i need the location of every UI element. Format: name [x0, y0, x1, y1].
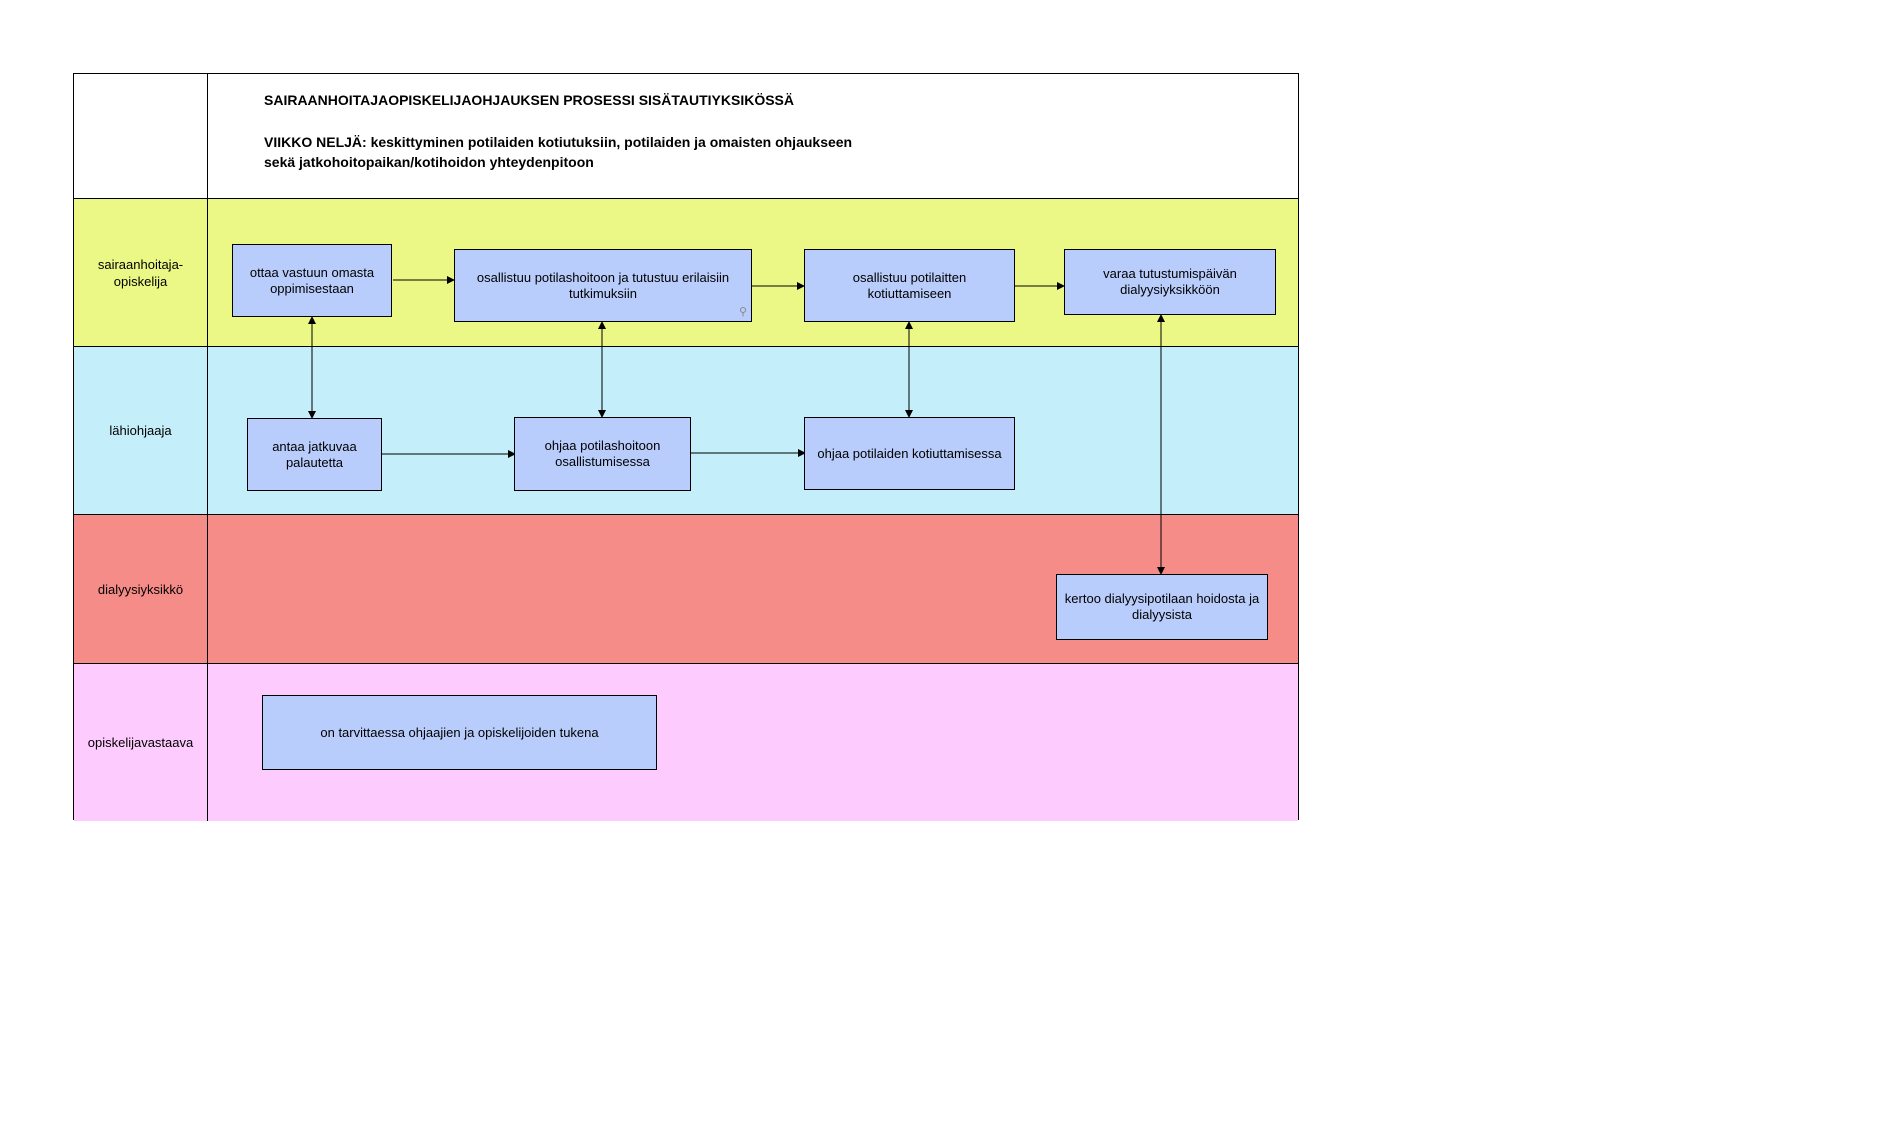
lane-student-coordinator: opiskelijavastaava — [74, 664, 1298, 821]
step-give-feedback-label: antaa jatkuvaa palautetta — [272, 438, 357, 470]
lane-label-supervisor: lähiohjaaja — [74, 347, 208, 514]
subtitle-line-2: sekä jatkohoitopaikan/kotihoidon yhteyde… — [264, 154, 594, 170]
step-participate-discharge: osallistuu potilaitten kotiuttamiseen — [804, 249, 1015, 322]
lane-label-dialysis-unit: dialyysiyksikkö — [74, 515, 208, 663]
step-participate-care-label: osallistuu potilashoitoon ja tutustuu er… — [476, 269, 730, 301]
step-book-visit: varaa tutustumispäivän dialyysiyksikköön — [1064, 249, 1276, 315]
step-guide-care: ohjaa potilashoitoon osallistumisessa — [514, 417, 691, 491]
diagram-title: SAIRAANHOITAJAOPISKELIJAOHJAUKSEN PROSES… — [264, 92, 795, 108]
lane-label-student-coordinator: opiskelijavastaava — [74, 664, 208, 821]
subtitle-line-1: VIIKKO NELJÄ: keskittyminen potilaiden k… — [264, 134, 853, 150]
step-give-feedback: antaa jatkuvaa palautetta — [247, 418, 382, 491]
step-guide-care-label: ohjaa potilashoitoon osallistumisessa — [544, 438, 661, 469]
step-explain-dialysis-label: kertoo dialyysipotilaan hoidosta ja dial… — [1064, 591, 1260, 622]
step-take-responsibility-label: ottaa vastuun omasta oppimisestaan — [249, 264, 375, 296]
diagram-subtitle: VIIKKO NELJÄ: keskittyminen potilaiden k… — [264, 132, 852, 172]
lane-label-student: sairaanhoitaja- opiskelija — [74, 199, 208, 346]
step-guide-discharge-label: ohjaa potilaiden kotiuttamisessa — [817, 445, 1002, 461]
step-take-responsibility: ottaa vastuun omasta oppimisestaan — [232, 244, 392, 317]
step-participate-care: osallistuu potilashoitoon ja tutustuu er… — [454, 249, 752, 322]
step-guide-discharge: ohjaa potilaiden kotiuttamisessa — [804, 417, 1015, 490]
step-support-label: on tarvittaessa ohjaajien ja opiskelijoi… — [320, 724, 599, 740]
header-corner — [74, 74, 208, 199]
step-book-visit-label: varaa tutustumispäivän dialyysiyksikköön — [1103, 266, 1237, 297]
swimlane-diagram: SAIRAANHOITAJAOPISKELIJAOHJAUKSEN PROSES… — [73, 73, 1299, 821]
step-participate-discharge-label: osallistuu potilaitten kotiuttamiseen — [852, 269, 967, 301]
step-support: on tarvittaessa ohjaajien ja opiskelijoi… — [262, 695, 657, 770]
step-explain-dialysis: kertoo dialyysipotilaan hoidosta ja dial… — [1056, 574, 1268, 640]
link-icon: ⚲ — [738, 306, 747, 318]
diagram-header: SAIRAANHOITAJAOPISKELIJAOHJAUKSEN PROSES… — [208, 74, 1298, 199]
